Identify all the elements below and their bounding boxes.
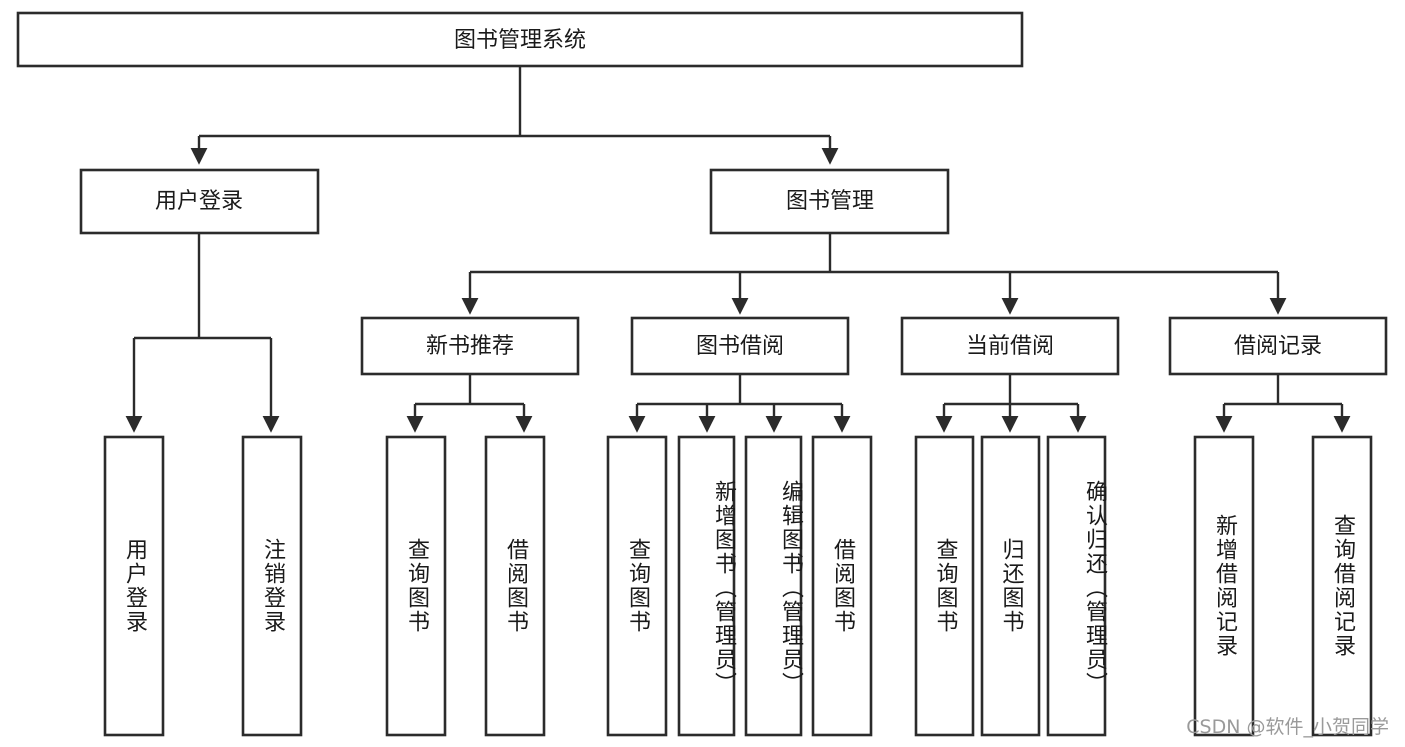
leaf-book-borrow-edit-book-admin[interactable]: 编辑图书（管理员） — [744, 435, 803, 737]
node-book-borrow-label: 图书借阅 — [696, 334, 784, 359]
connector-root-trunk — [190, 66, 839, 165]
connector-book-borrow-children — [628, 374, 851, 433]
node-borrow-record[interactable]: 借阅记录 — [1168, 316, 1388, 376]
leaf-label: 确认归还（管理员） — [1082, 480, 1107, 696]
leaf-current-borrow-confirm-return-admin[interactable]: 确认归还（管理员） — [1046, 435, 1107, 737]
node-borrow-record-label: 借阅记录 — [1234, 334, 1322, 359]
leaf-borrow-record-query-record[interactable]: 查询借阅记录 — [1311, 435, 1373, 737]
node-current-borrow[interactable]: 当前借阅 — [900, 316, 1120, 376]
leaf-label: 查询图书 — [932, 538, 958, 634]
node-new-book-recommend[interactable]: 新书推荐 — [360, 316, 580, 376]
node-book-borrow[interactable]: 图书借阅 — [630, 316, 850, 376]
node-current-borrow-label: 当前借阅 — [966, 334, 1054, 359]
leaf-label: 借阅图书 — [830, 538, 855, 634]
leaf-new-book-borrow-book[interactable]: 借阅图书 — [484, 435, 546, 737]
node-user-login-label: 用户登录 — [155, 189, 243, 214]
leaf-book-borrow-add-book-admin[interactable]: 新增图书（管理员） — [677, 435, 736, 737]
leaf-new-book-query-book[interactable]: 查询图书 — [385, 435, 447, 737]
node-book-management-label: 图书管理 — [786, 189, 874, 214]
leaf-book-borrow-query-book[interactable]: 查询图书 — [606, 435, 668, 737]
connector-user-login-children — [125, 233, 280, 433]
node-user-login[interactable]: 用户登录 — [79, 168, 320, 235]
leaf-book-borrow-borrow-book[interactable]: 借阅图书 — [811, 435, 873, 737]
leaf-current-borrow-query-book[interactable]: 查询图书 — [914, 435, 975, 737]
leaf-label: 新增借阅记录 — [1212, 514, 1237, 658]
node-root-label: 图书管理系统 — [454, 28, 586, 53]
leaf-current-borrow-return-book[interactable]: 归还图书 — [980, 435, 1041, 737]
connector-new-book-recommend-children — [406, 374, 533, 433]
leaf-label: 新增图书（管理员） — [711, 480, 736, 696]
leaf-borrow-record-add-record[interactable]: 新增借阅记录 — [1193, 435, 1255, 737]
leaf-user-login-login[interactable]: 用户登录 — [103, 435, 165, 737]
leaf-label: 归还图书 — [998, 538, 1024, 634]
leaf-label: 注销登录 — [260, 538, 285, 634]
leaf-label: 查询借阅记录 — [1330, 514, 1355, 658]
connector-current-borrow-children — [935, 374, 1087, 433]
leaf-label: 查询图书 — [625, 538, 650, 634]
node-root-book-management-system[interactable]: 图书管理系统 — [16, 11, 1024, 68]
connector-borrow-record-children — [1215, 374, 1351, 433]
connector-book-management-children — [461, 233, 1287, 315]
leaf-label: 编辑图书（管理员） — [778, 480, 803, 696]
leaf-label: 借阅图书 — [503, 538, 528, 634]
leaf-label: 用户登录 — [122, 538, 147, 634]
node-new-book-recommend-label: 新书推荐 — [426, 334, 514, 359]
node-book-management[interactable]: 图书管理 — [709, 168, 950, 235]
leaf-label: 查询图书 — [404, 538, 429, 634]
leaf-user-login-logout[interactable]: 注销登录 — [241, 435, 303, 737]
